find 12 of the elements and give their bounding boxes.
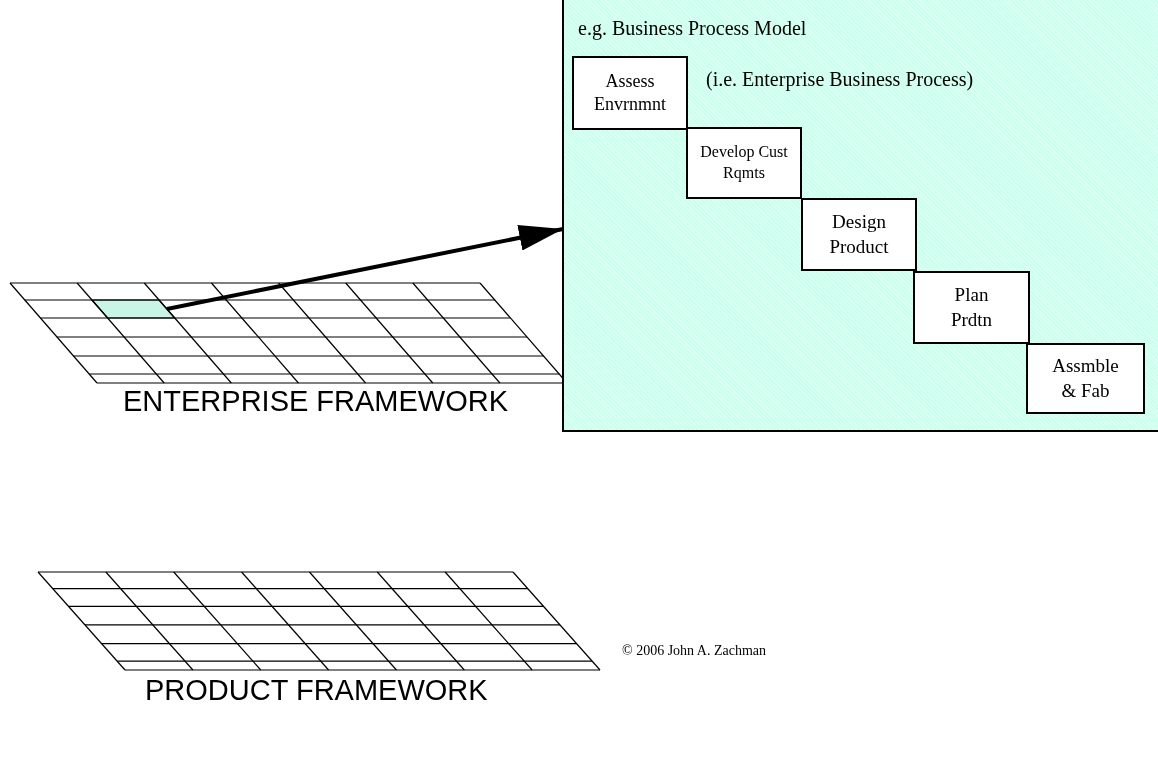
process-step-box: Assess Envrnmnt (572, 56, 688, 130)
process-step-box: Develop Cust Rqmts (686, 127, 802, 199)
copyright-note: © 2006 John A. Zachman (622, 643, 766, 659)
process-model-panel (562, 0, 1158, 432)
process-step-box: Plan Prdtn (913, 271, 1030, 344)
framework-caption: ENTERPRISE FRAMEWORK (123, 385, 509, 418)
panel-heading: (i.e. Enterprise Business Process) (706, 68, 974, 91)
arrow (166, 224, 564, 311)
panel-heading: e.g. Business Process Model (578, 17, 807, 40)
framework-caption: PRODUCT FRAMEWORK (145, 674, 488, 707)
process-step-box: Design Product (801, 198, 917, 271)
process-step-box: Assmble & Fab (1026, 343, 1145, 414)
